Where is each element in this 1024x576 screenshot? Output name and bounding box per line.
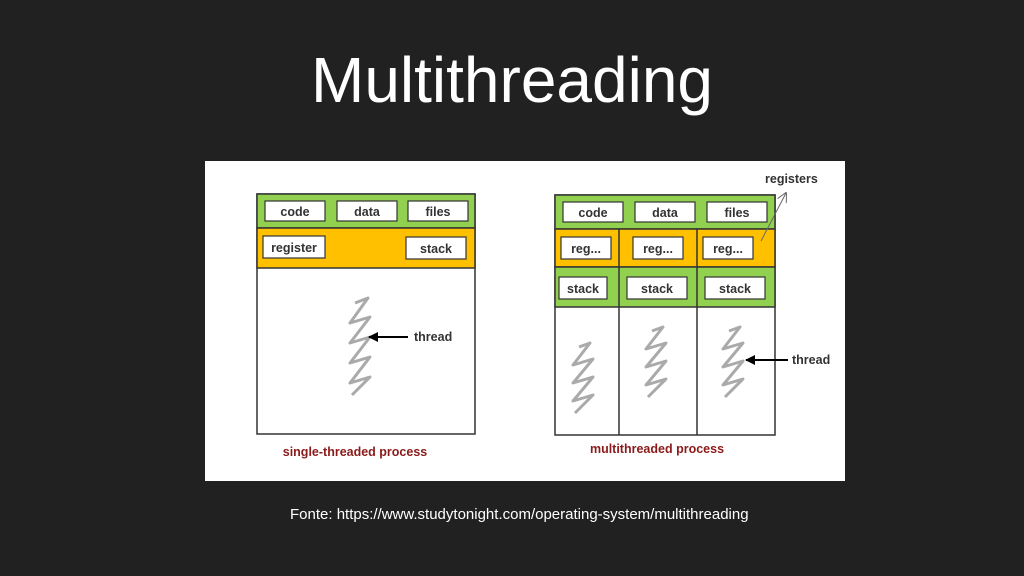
multi-register-label: reg... bbox=[713, 242, 743, 256]
single-caption: single-threaded process bbox=[283, 445, 428, 459]
single-register-label: register bbox=[271, 241, 317, 255]
single-data-label: data bbox=[354, 205, 381, 219]
multi-files-label: files bbox=[724, 206, 749, 220]
multithreaded-process: code data files reg... reg... bbox=[554, 172, 830, 456]
multi-thread-zigzag-icon-3 bbox=[721, 325, 745, 399]
multi-files-box: files bbox=[706, 201, 768, 223]
single-data-box: data bbox=[336, 200, 398, 222]
threading-diagram-svg: code data files register stack bbox=[256, 172, 830, 459]
multi-stack-label: stack bbox=[567, 282, 599, 296]
registers-arrow-icon bbox=[760, 193, 786, 242]
multi-code-label: code bbox=[578, 206, 607, 220]
single-threaded-process: code data files register stack bbox=[256, 193, 476, 459]
single-register-box: register bbox=[262, 235, 326, 259]
multi-code-box: code bbox=[562, 201, 624, 223]
multi-stack-label: stack bbox=[641, 282, 673, 296]
multi-data-box: data bbox=[634, 201, 696, 223]
multi-register-box-2: reg... bbox=[632, 236, 684, 260]
single-stack-label: stack bbox=[420, 242, 452, 256]
single-files-label: files bbox=[425, 205, 450, 219]
single-stack-box: stack bbox=[405, 236, 467, 260]
multi-register-box-3: reg... bbox=[702, 236, 754, 260]
multi-register-box-1: reg... bbox=[560, 236, 612, 260]
multi-thread-zigzag-icon-2 bbox=[644, 325, 668, 399]
multi-register-label: reg... bbox=[643, 242, 673, 256]
multi-stack-box-1: stack bbox=[558, 276, 608, 300]
multi-thread-zigzag-icon-1 bbox=[571, 341, 595, 415]
single-code-box: code bbox=[264, 200, 326, 222]
multi-stack-label: stack bbox=[719, 282, 751, 296]
threading-diagram: code data files register stack bbox=[205, 161, 845, 481]
single-thread-label: thread bbox=[414, 330, 452, 344]
multi-stack-box-3: stack bbox=[704, 276, 766, 300]
single-code-label: code bbox=[280, 205, 309, 219]
single-files-box: files bbox=[407, 200, 469, 222]
slide-title: Multithreading bbox=[311, 44, 713, 116]
registers-label: registers bbox=[765, 172, 818, 186]
multi-register-label: reg... bbox=[571, 242, 601, 256]
multi-thread-label: thread bbox=[792, 353, 830, 367]
multi-caption: multithreaded process bbox=[590, 442, 724, 456]
source-credit: Fonte: https://www.studytonight.com/oper… bbox=[290, 506, 749, 523]
multi-data-label: data bbox=[652, 206, 679, 220]
multi-stack-box-2: stack bbox=[626, 276, 688, 300]
